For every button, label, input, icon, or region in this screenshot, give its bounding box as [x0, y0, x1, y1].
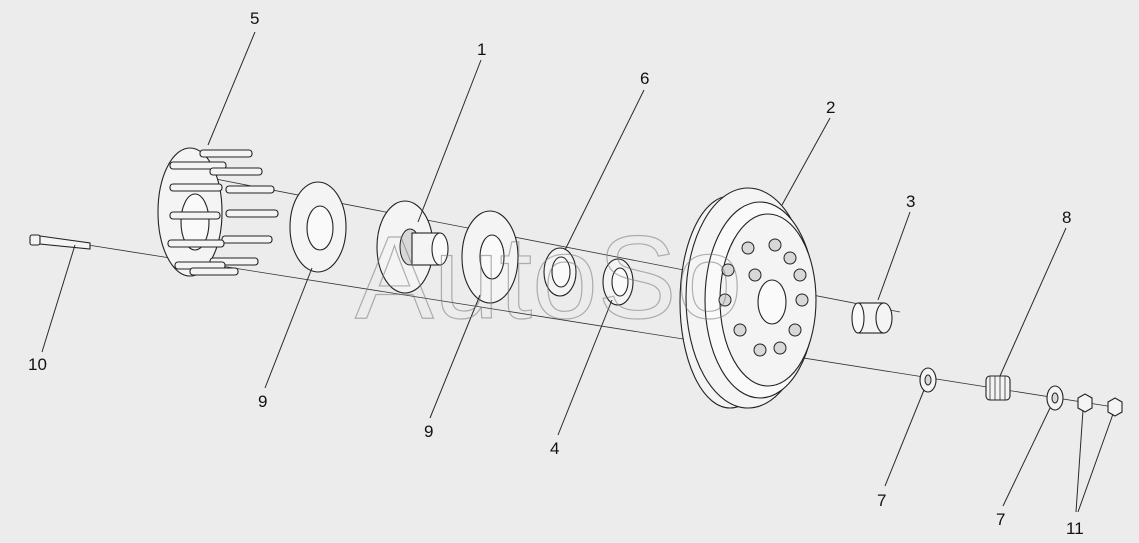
- leader-lines: [41, 31, 1114, 513]
- pulley-bolts: [718, 238, 809, 357]
- part-4-ring: [602, 258, 634, 306]
- part-5-stud-plate: [157, 147, 279, 277]
- callout-9-left: 9: [258, 392, 267, 411]
- part-9-washer-right: [461, 210, 519, 304]
- callout-1: 1: [477, 40, 486, 59]
- callout-5: 5: [250, 9, 259, 28]
- callout-7-right: 7: [996, 510, 1005, 529]
- part-6-bushing: [543, 247, 577, 297]
- callout-2: 2: [826, 98, 835, 117]
- part-7-washer-right: [1046, 385, 1064, 411]
- part-10-bolt: [29, 234, 91, 250]
- part-9-washer-left: [289, 181, 347, 273]
- callout-8: 8: [1062, 208, 1071, 227]
- callout-10: 10: [28, 355, 47, 374]
- part-1-hub: [376, 200, 449, 294]
- part-8-spring: [985, 375, 1011, 401]
- callout-7-left: 7: [877, 491, 886, 510]
- part-7-washer-left: [919, 367, 937, 393]
- callout-3: 3: [906, 192, 915, 211]
- callout-11: 11: [1066, 519, 1084, 538]
- callout-9-right: 9: [424, 422, 433, 441]
- callout-4: 4: [550, 439, 559, 458]
- callout-6: 6: [640, 69, 649, 88]
- part-11-nuts: [1077, 393, 1123, 417]
- watermark: AutoSo: [355, 212, 742, 344]
- callout-labels: 5 1 6 2 3 8 10 9 9 4 7 7 11: [28, 9, 1084, 538]
- part-3-spacer: [851, 302, 893, 334]
- part-2-pulley: [679, 187, 817, 409]
